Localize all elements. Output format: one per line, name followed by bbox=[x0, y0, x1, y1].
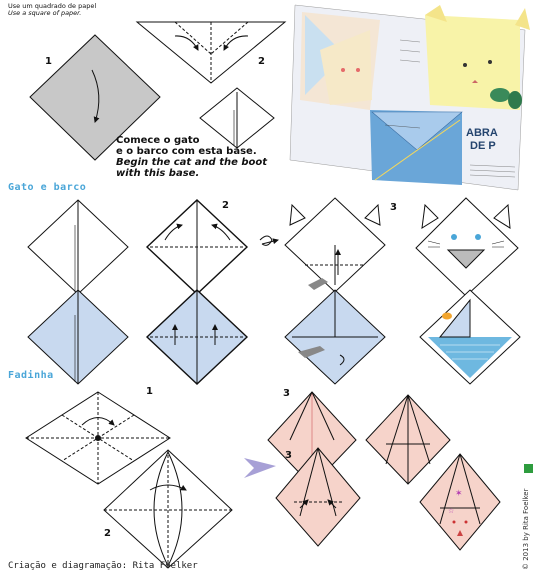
svg-text:☆: ☆ bbox=[448, 507, 454, 515]
cat-step-3 bbox=[285, 198, 385, 292]
svg-text:✶: ✶ bbox=[455, 489, 463, 499]
section-title-cat-boat: Gato e barco bbox=[8, 182, 86, 193]
book-heading-2: DE P bbox=[470, 140, 496, 152]
step-number: 2 bbox=[258, 56, 265, 67]
section-title-fairy: Fadinha bbox=[8, 370, 54, 381]
cat-step-2 bbox=[147, 200, 247, 294]
step-number: 3 bbox=[285, 450, 292, 461]
book-photo bbox=[290, 5, 530, 190]
fairy-step-4 bbox=[366, 395, 450, 484]
step-number: 1 bbox=[45, 56, 52, 67]
fairy-result: ✶ ☆ bbox=[420, 454, 500, 550]
next-step-arrow bbox=[244, 458, 276, 478]
license-badge-icon bbox=[524, 464, 533, 473]
base-note-en2: with this base. bbox=[116, 168, 267, 179]
step-number: 3 bbox=[390, 202, 397, 213]
base-step-2 bbox=[137, 22, 285, 83]
boat-step-2 bbox=[147, 290, 247, 384]
step-number: 2 bbox=[104, 528, 111, 539]
boat-result bbox=[420, 290, 520, 384]
fairy-step-3b bbox=[276, 448, 360, 546]
base-note-en1: Begin the cat and the boot bbox=[116, 157, 267, 168]
cat-result bbox=[416, 198, 518, 296]
copyright-vertical: © 2013 by Rita Foelker bbox=[522, 489, 530, 570]
base-note: Comece o gato e o barco com esta base. B… bbox=[116, 135, 267, 179]
boat-step-3 bbox=[285, 290, 385, 384]
credit-line: Criação e diagramação: Rita Foelker bbox=[8, 561, 198, 571]
turn-over-symbol bbox=[260, 236, 272, 245]
base-note-pt2: e o barco com esta base. bbox=[116, 146, 267, 157]
cat-step-1 bbox=[28, 200, 128, 294]
step-number: 3 bbox=[283, 388, 290, 399]
step-number: 1 bbox=[146, 386, 153, 397]
step-number: 2 bbox=[222, 200, 229, 211]
base-note-pt1: Comece o gato bbox=[116, 135, 267, 146]
book-heading-1: ABRA bbox=[466, 127, 498, 139]
